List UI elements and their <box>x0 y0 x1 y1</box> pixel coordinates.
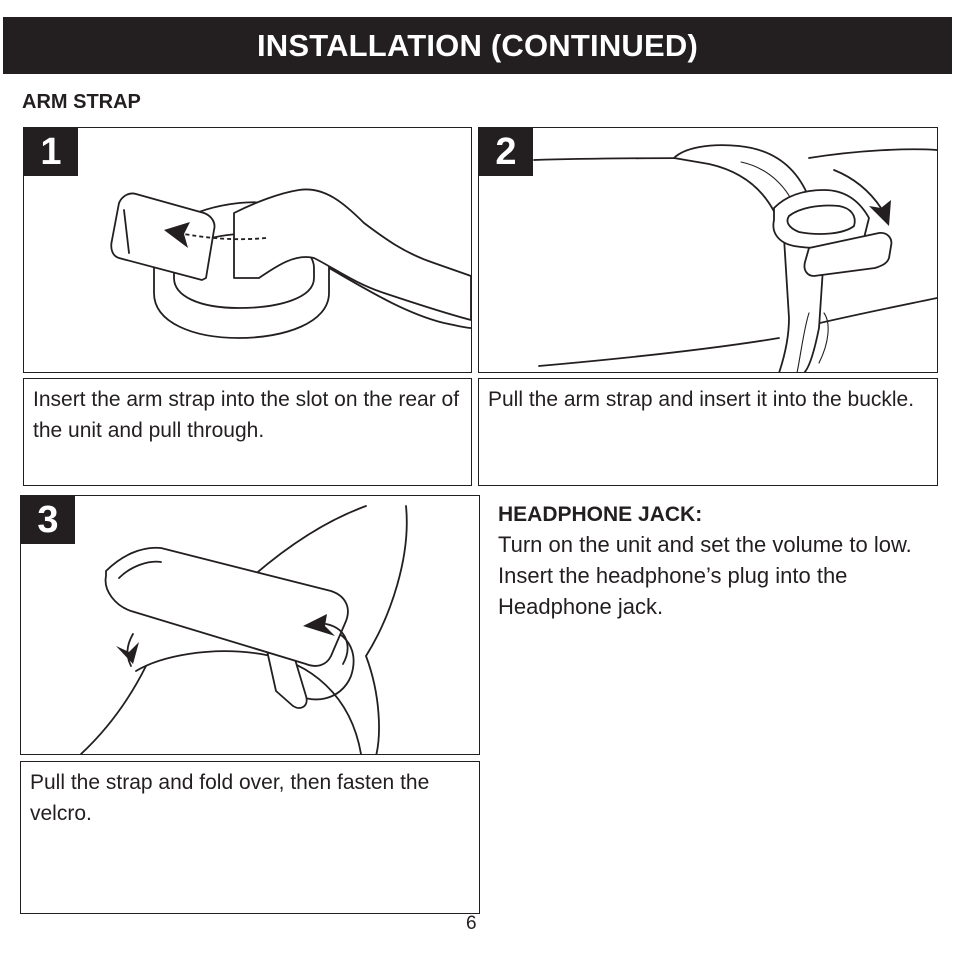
step-2-caption: Pull the arm strap and insert it into th… <box>478 378 938 486</box>
headphone-jack-instructions: Turn on the unit and set the volume to l… <box>498 532 912 619</box>
step-3-caption: Pull the strap and fold over, then faste… <box>20 761 480 914</box>
page-title: INSTALLATION (CONTINUED) <box>256 27 699 63</box>
step-2-number: 2 <box>479 128 533 176</box>
step-1-illustration: 1 <box>23 127 472 373</box>
step-1-number: 1 <box>24 128 78 176</box>
step-2-illustration: 2 <box>478 127 938 373</box>
step-3-number: 3 <box>21 496 75 544</box>
strap-into-buckle-drawing <box>533 144 937 372</box>
step-1-caption: Insert the arm strap into the slot on th… <box>23 378 472 486</box>
strap-fold-over-drawing <box>80 505 408 754</box>
page-title-banner: INSTALLATION (CONTINUED) <box>3 17 952 74</box>
strap-through-slot-drawing <box>110 188 471 339</box>
section-heading-arm-strap: ARM STRAP <box>22 91 141 113</box>
headphone-jack-heading: HEADPHONE JACK: <box>498 503 703 526</box>
page-number: 6 <box>466 913 477 934</box>
step-3-illustration: 3 <box>20 495 480 755</box>
